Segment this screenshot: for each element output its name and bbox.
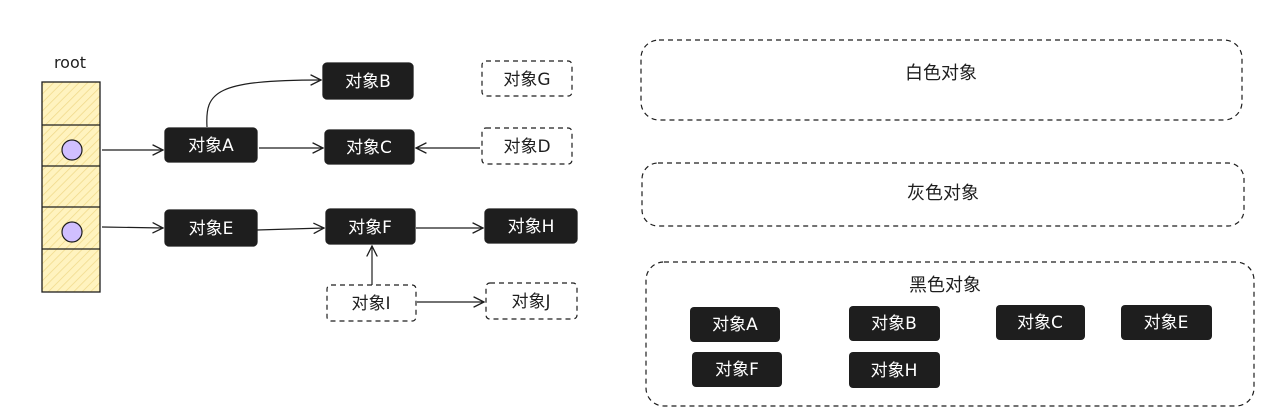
svg-text:对象F: 对象F xyxy=(715,360,759,380)
node-h-label: 对象H xyxy=(508,217,555,237)
node-g: 对象G xyxy=(481,60,573,97)
node-i: 对象I xyxy=(326,284,417,322)
node-d-label: 对象D xyxy=(503,137,550,157)
node-j-label: 对象J xyxy=(511,292,550,312)
edge-root2-e xyxy=(101,227,163,228)
svg-text:对象B: 对象B xyxy=(871,314,917,334)
edges xyxy=(101,80,484,302)
node-i-label: 对象I xyxy=(351,294,390,314)
node-e-label: 对象E xyxy=(189,219,234,239)
node-d: 对象D xyxy=(481,127,573,165)
group-white-title: 白色对象 xyxy=(905,63,977,84)
node-b: 对象B xyxy=(322,62,414,100)
node-f: 对象F xyxy=(325,208,416,245)
svg-text:对象C: 对象C xyxy=(1017,313,1063,333)
edge-a-b xyxy=(206,80,321,128)
node-h: 对象H xyxy=(484,208,578,244)
group-gray: 灰色对象 xyxy=(641,162,1245,227)
svg-text:对象H: 对象H xyxy=(871,361,918,381)
black-item: 对象F xyxy=(692,352,782,387)
root-label: root xyxy=(54,53,86,72)
root-slot-2-dot xyxy=(61,221,83,243)
group-white: 白色对象 xyxy=(640,39,1243,121)
root-slot-1-dot xyxy=(61,139,83,161)
node-e: 对象E xyxy=(164,209,258,247)
edge-e-f xyxy=(256,228,324,230)
black-item: 对象C xyxy=(996,305,1085,340)
svg-text:对象E: 对象E xyxy=(1144,313,1189,333)
group-black-title: 黑色对象 xyxy=(909,275,981,296)
group-black: 黑色对象 对象A 对象B 对象C 对象E 对象F 对象H xyxy=(645,261,1255,407)
node-b-label: 对象B xyxy=(345,72,391,92)
root-column xyxy=(41,81,101,293)
group-gray-title: 灰色对象 xyxy=(907,183,979,204)
node-j: 对象J xyxy=(485,282,578,320)
node-f-label: 对象F xyxy=(348,218,392,238)
black-item: 对象A xyxy=(690,307,780,342)
svg-text:对象A: 对象A xyxy=(712,315,758,335)
node-c: 对象C xyxy=(324,129,415,165)
node-a: 对象A xyxy=(164,127,258,163)
black-item: 对象B xyxy=(849,306,940,341)
node-a-label: 对象A xyxy=(188,136,234,156)
black-item: 对象H xyxy=(849,352,940,388)
node-g-label: 对象G xyxy=(503,70,550,90)
root-stack: root xyxy=(41,53,101,293)
black-item: 对象E xyxy=(1121,305,1212,340)
node-c-label: 对象C xyxy=(346,138,392,158)
